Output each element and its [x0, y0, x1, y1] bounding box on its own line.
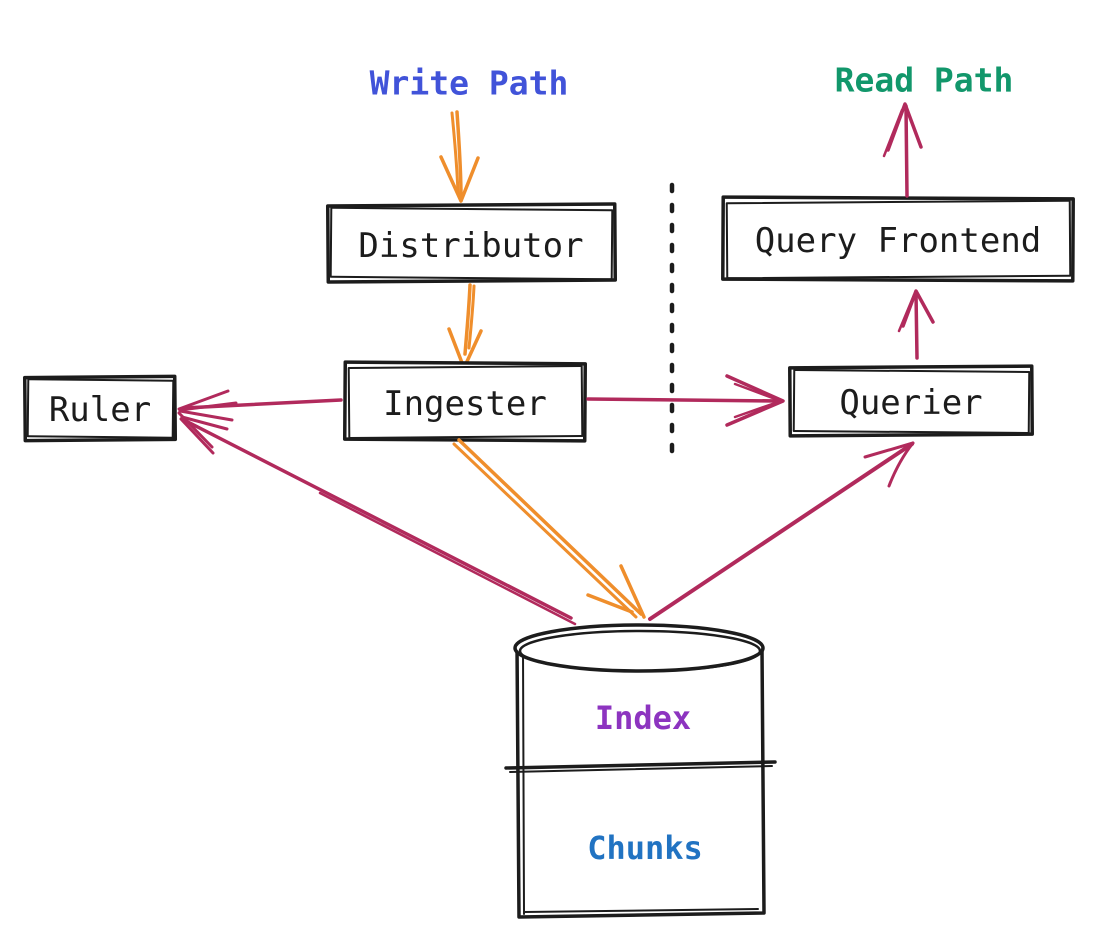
arrow-distributor-to-ingester	[447, 283, 483, 370]
read-path-label: Read Path	[835, 61, 1014, 100]
ruler-label: Ruler	[49, 390, 151, 430]
ingester-label: Ingester	[383, 384, 547, 424]
arrow-store-to-ruler	[179, 415, 577, 626]
write-path-label: Write Path	[370, 64, 569, 103]
node-query-frontend: Query Frontend	[721, 195, 1075, 283]
arrow-querier-to-query-frontend	[897, 289, 935, 360]
index-label: Index	[595, 699, 691, 737]
node-querier: Querier	[788, 364, 1034, 438]
node-ingester: Ingester	[342, 360, 588, 443]
store-cylinder: Index Chunks	[504, 623, 777, 919]
arrow-ingester-to-ruler	[177, 389, 343, 449]
distributor-label: Distributor	[358, 226, 583, 266]
index-chunks-divider	[504, 760, 777, 770]
arrow-query-frontend-to-read-path	[882, 102, 923, 198]
arrow-writepath-to-distributor	[439, 110, 480, 203]
arrow-ingester-to-querier	[586, 374, 785, 427]
cylinder-body	[515, 644, 766, 919]
arrow-ingester-to-store	[452, 438, 646, 619]
node-distributor: Distributor	[325, 202, 618, 284]
chunks-label: Chunks	[587, 829, 703, 867]
querier-label: Querier	[839, 383, 982, 423]
arrow-store-to-querier	[648, 441, 915, 621]
query-frontend-label: Query Frontend	[755, 221, 1042, 261]
node-ruler: Ruler	[22, 374, 178, 443]
